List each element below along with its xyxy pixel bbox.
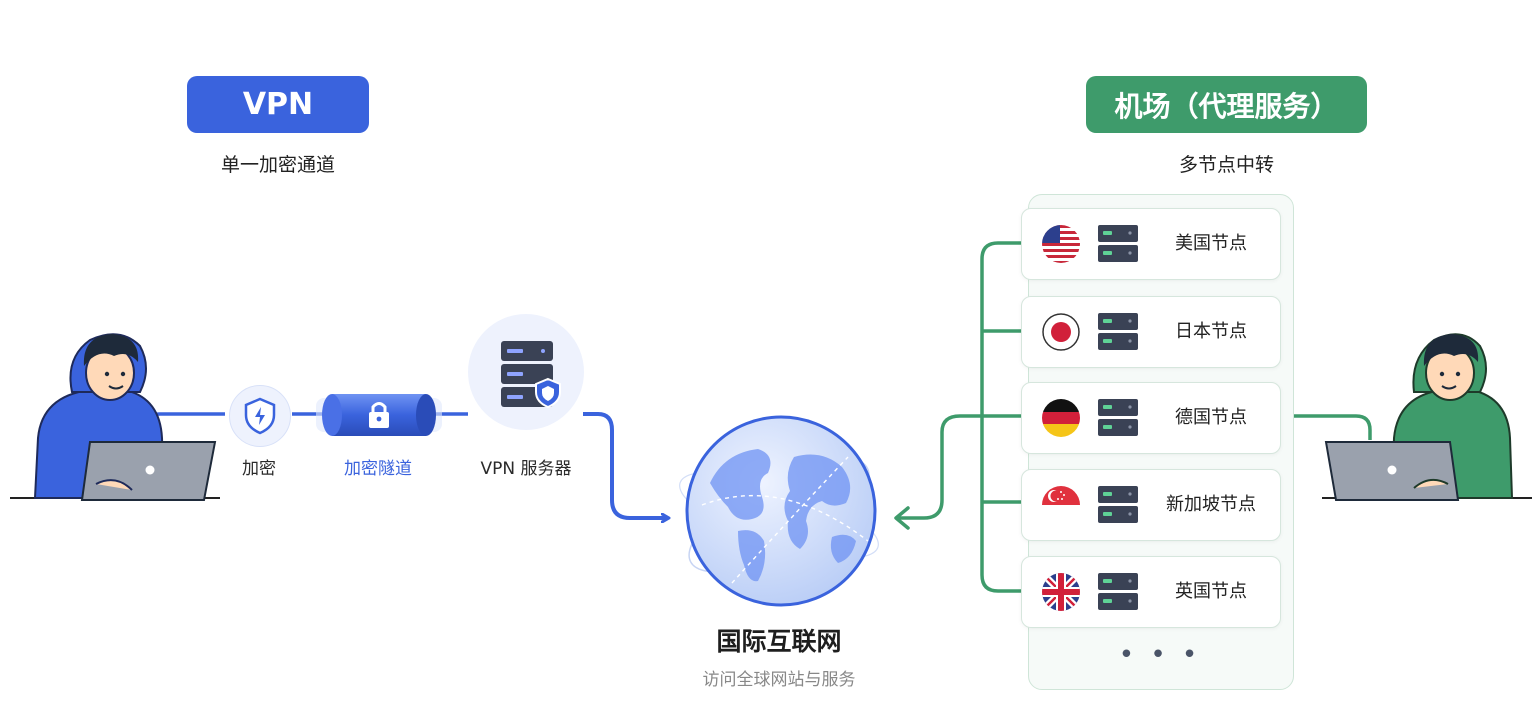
server-icon <box>1098 225 1138 262</box>
node-card-germany[interactable]: 德国节点 <box>1021 382 1281 454</box>
user-right-line <box>1281 414 1372 440</box>
node-label-japan: 日本节点 <box>1175 321 1247 342</box>
internet-title: 国际互联网 <box>716 627 842 656</box>
node-label-uk: 英国节点 <box>1175 581 1247 602</box>
vpn-subtitle: 单一加密通道 <box>220 154 335 176</box>
tunnel-label: 加密隧道 <box>344 459 412 479</box>
node-card-us[interactable]: 美国节点 <box>1021 208 1281 280</box>
user-left-icon <box>10 333 220 501</box>
server-icon <box>1098 486 1138 523</box>
server-icon <box>1098 313 1138 350</box>
vpn-arrow <box>583 412 668 518</box>
internet-subtitle: 访问全球网站与服务 <box>702 670 856 690</box>
node-card-uk[interactable]: 英国节点 <box>1021 556 1281 628</box>
japan-flag-icon <box>1042 313 1080 351</box>
us-flag-icon <box>1042 225 1080 263</box>
germany-flag-icon <box>1042 399 1080 437</box>
proxy-branch-line <box>898 414 1021 520</box>
proxy-subtitle: 多节点中转 <box>1178 154 1274 176</box>
node-label-us: 美国节点 <box>1175 233 1247 254</box>
user-right-icon <box>1322 333 1532 501</box>
vpn-server-node <box>468 314 584 430</box>
tunnel-icon <box>316 394 442 436</box>
proxy-arrow <box>894 506 910 530</box>
singapore-flag-icon <box>1042 486 1080 524</box>
vpn-title-badge: VPN <box>187 76 369 133</box>
server-icon <box>1098 399 1138 436</box>
encrypt-label: 加密 <box>242 459 276 479</box>
uk-flag-icon <box>1042 573 1080 611</box>
more-nodes-indicator[interactable]: • • • <box>1118 640 1202 670</box>
proxy-title-badge: 机场（代理服务） <box>1086 76 1367 133</box>
server-icon <box>501 341 561 409</box>
node-card-singapore[interactable]: 新加坡节点 <box>1021 469 1281 541</box>
node-card-japan[interactable]: 日本节点 <box>1021 296 1281 368</box>
shield-icon <box>244 397 276 435</box>
node-label-germany: 德国节点 <box>1175 407 1247 428</box>
encrypt-node <box>229 385 291 447</box>
node-label-singapore: 新加坡节点 <box>1166 494 1256 515</box>
globe-icon <box>679 415 879 607</box>
vpn-server-label: VPN 服务器 <box>480 459 572 479</box>
server-icon <box>1098 573 1138 610</box>
